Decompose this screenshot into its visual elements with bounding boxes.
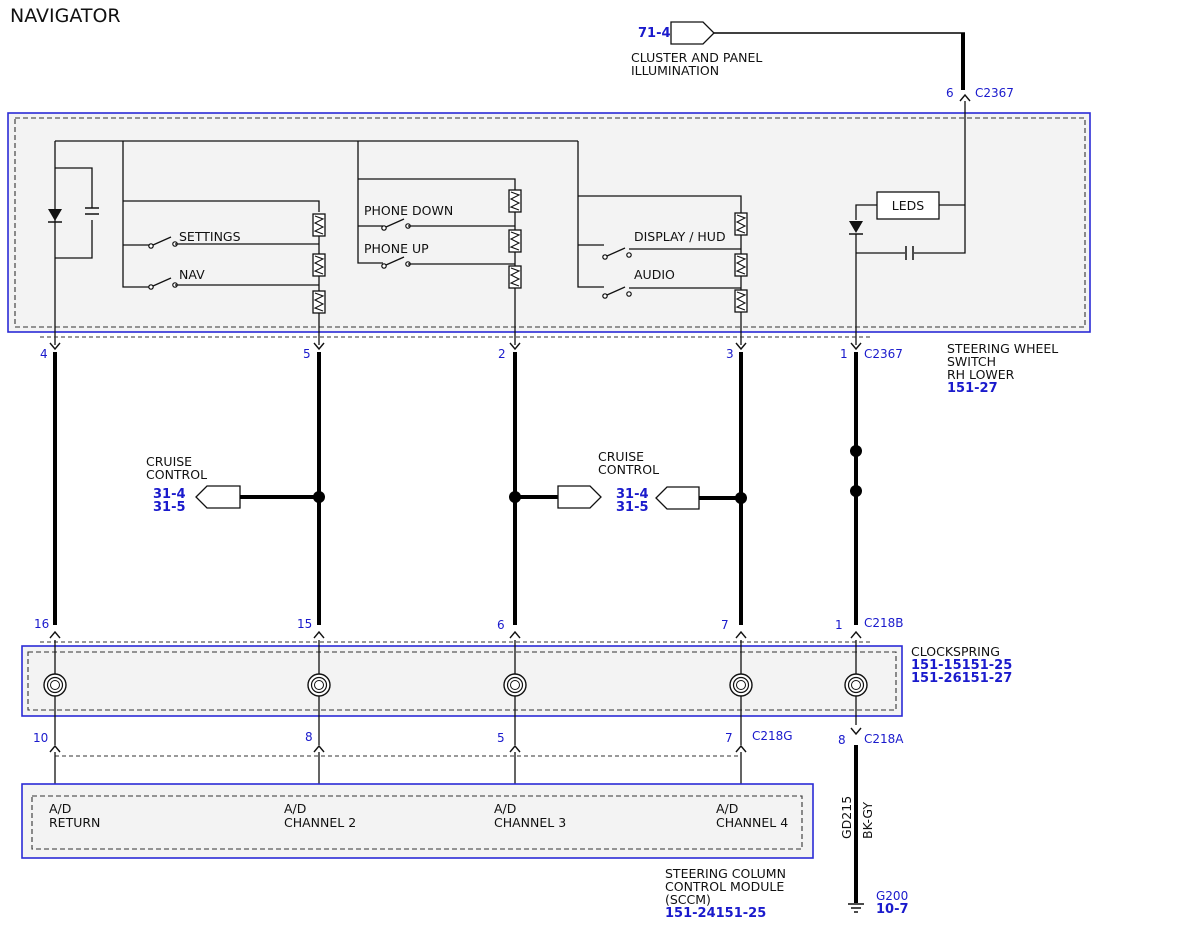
c218b-pin-7: 7	[721, 618, 729, 632]
cruise-center-connector-icon	[557, 485, 602, 509]
illumination-label-2: ILLUMINATION	[631, 63, 719, 78]
led-diode-icon	[849, 221, 863, 233]
steering-wheel-switch-box	[7, 112, 1091, 333]
clockspring-box	[21, 645, 903, 717]
sccm-ch3-l1: A/D	[494, 801, 516, 816]
c218b-pin-15: 15	[297, 617, 312, 631]
cruise-right-ref-1: 31-4	[616, 487, 649, 502]
clockspring-coil-icon	[844, 673, 868, 697]
sccm-ch1-l2: RETURN	[49, 815, 100, 830]
sccm-ch4-l1: A/D	[716, 801, 738, 816]
ground-wire-label: GD215	[839, 796, 854, 839]
clockspring-ref-1: 151-15151-25	[911, 658, 1012, 673]
illumination-label-1: CLUSTER AND PANEL	[631, 50, 762, 65]
switch-module-ref: 151-27	[947, 381, 998, 396]
clockspring-name: CLOCKSPRING	[911, 644, 1000, 659]
illumination-ref: 71-4	[638, 26, 671, 41]
illumination-connector-icon	[670, 21, 715, 45]
clockspring-coil-icon	[307, 673, 331, 697]
clockspring-coil-icon	[503, 673, 527, 697]
switch-nav-label: NAV	[179, 267, 205, 282]
switch-display-hud-label: DISPLAY / HUD	[634, 229, 726, 244]
leds-label: LEDS	[892, 198, 924, 213]
c2367-pin-5: 5	[303, 347, 311, 361]
cruise-left-label-1: CRUISE	[146, 454, 192, 469]
cruise-left-label-2: CONTROL	[146, 467, 207, 482]
diode-icon	[48, 209, 62, 221]
cruise-right-label-2: CONTROL	[598, 462, 659, 477]
sccm-ch2-l1: A/D	[284, 801, 306, 816]
cruise-right-connector-icon	[655, 486, 700, 510]
sccm-ch1-l1: A/D	[49, 801, 71, 816]
switch-module-name-2: SWITCH	[947, 354, 996, 369]
c218a-connector: C218A	[864, 732, 904, 746]
cruise-left-ref-2: 31-5	[153, 500, 186, 515]
c2367-bottom-connector: C2367	[864, 347, 903, 361]
c218g-pin-5: 5	[497, 731, 505, 745]
sccm-ch2-l2: CHANNEL 2	[284, 815, 356, 830]
cruise-left-ref-1: 31-4	[153, 487, 186, 502]
ground-ref: 10-7	[876, 902, 909, 917]
c218b-pin-6: 6	[497, 618, 505, 632]
clockspring-coil-icon	[729, 673, 753, 697]
sccm-name-3: (SCCM)	[665, 892, 711, 907]
c218a-pin-8: 8	[838, 733, 846, 747]
switch-phone-down-label: PHONE DOWN	[364, 203, 453, 218]
sccm-name-2: CONTROL MODULE	[665, 879, 784, 894]
c2367-pin-4: 4	[40, 347, 48, 361]
ground-id: G200	[876, 889, 908, 903]
c2367-pin-3: 3	[726, 347, 734, 361]
switch-module-name-1: STEERING WHEEL	[947, 341, 1058, 356]
c2367-top-pin: 6	[946, 86, 954, 100]
c218g-pin-8: 8	[305, 730, 313, 744]
cruise-left-connector-icon	[195, 485, 241, 509]
cruise-right-ref-2: 31-5	[616, 500, 649, 515]
clockspring-ref-2: 151-26151-27	[911, 671, 1012, 686]
c2367-pin-2: 2	[498, 347, 506, 361]
sccm-box	[21, 783, 814, 859]
sccm-name-1: STEERING COLUMN	[665, 866, 786, 881]
c218g-connector: C218G	[752, 729, 793, 743]
sccm-ref: 151-24151-25	[665, 906, 766, 921]
c218g-pin-7: 7	[725, 731, 733, 745]
cruise-right-label-1: CRUISE	[598, 449, 644, 464]
c218g-pin-10: 10	[33, 731, 48, 745]
switch-settings-label: SETTINGS	[179, 229, 241, 244]
sccm-ch4-l2: CHANNEL 4	[716, 815, 788, 830]
c2367-top-connector: C2367	[975, 86, 1014, 100]
c2367-pin-1: 1	[840, 347, 848, 361]
ground-wire-color: BK-GY	[860, 802, 875, 839]
c218b-connector: C218B	[864, 616, 904, 630]
switch-phone-up-label: PHONE UP	[364, 241, 429, 256]
switch-module-name-3: RH LOWER	[947, 367, 1015, 382]
c218b-pin-16: 16	[34, 617, 49, 631]
c218b-pin-1: 1	[835, 618, 843, 632]
sccm-ch3-l2: CHANNEL 3	[494, 815, 566, 830]
switch-audio-label: AUDIO	[634, 267, 675, 282]
page-title: NAVIGATOR	[10, 5, 121, 27]
clockspring-coil-icon	[43, 673, 67, 697]
